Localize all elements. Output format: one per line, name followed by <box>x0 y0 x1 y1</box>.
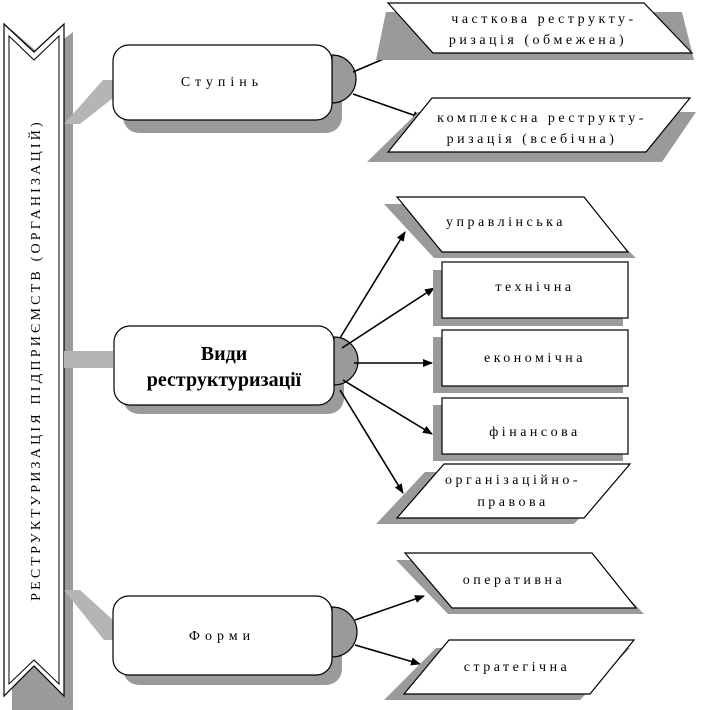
connector-degree <box>64 80 113 124</box>
item-partial-restructuring: часткова реструкту- ризація (обмежена) <box>376 2 694 60</box>
item-text-line2: правова <box>477 495 548 510</box>
item-shape <box>403 552 638 609</box>
banner-shape <box>3 22 65 698</box>
item-financial: фінансова <box>433 397 629 461</box>
item-operative: оперативна <box>396 552 644 614</box>
item-shape <box>402 639 636 695</box>
arrow-types-financial <box>342 379 433 435</box>
arrows <box>339 45 435 666</box>
block-forms-box <box>112 595 333 676</box>
block-forms: Форми <box>112 595 358 685</box>
arrow-types-technical <box>341 287 435 349</box>
arrow-degree-complex <box>352 93 423 119</box>
item-shape <box>395 196 630 253</box>
block-types-label-line1: Види <box>201 343 248 365</box>
item-text: фінансова <box>489 425 581 440</box>
arrow-types-org-legal <box>339 389 404 494</box>
item-text-line1: комплексна реструкту- <box>437 111 647 126</box>
arrow-forms-strategic <box>354 644 421 666</box>
banner-text: РЕСТРУКТУРИЗАЦІЯ ПІДПРИЄМСТВ (ОРГАНІЗАЦІ… <box>27 119 44 601</box>
arrow-forms-operative <box>354 595 425 621</box>
item-text-line2: ризація (всебічна) <box>447 132 618 147</box>
connector-forms <box>64 590 113 640</box>
item-shape <box>441 261 629 319</box>
item-text: управлінська <box>446 215 566 230</box>
block-types-box <box>113 325 335 406</box>
item-economic: економічна <box>433 329 629 393</box>
connector-types <box>64 351 113 368</box>
item-text: технічна <box>495 280 574 295</box>
banner: РЕСТРУКТУРИЗАЦІЯ ПІДПРИЄМСТВ (ОРГАНІЗАЦІ… <box>3 22 73 710</box>
item-org-legal: організаційно- правова <box>376 463 632 524</box>
item-shape <box>441 329 629 387</box>
item-text: економічна <box>484 351 586 366</box>
block-forms-knob <box>331 606 358 658</box>
item-text-line1: часткова реструкту- <box>451 12 636 27</box>
item-text: оперативна <box>463 573 565 588</box>
banner-inner-outline <box>8 34 60 686</box>
item-technical: технічна <box>433 261 629 326</box>
block-degree: Ступінь <box>112 44 357 133</box>
item-complex-restructuring: комплексна реструкту- ризація (всебічна) <box>367 97 696 162</box>
block-types-knob <box>333 336 359 386</box>
block-degree-label: Ступінь <box>181 75 263 90</box>
item-text: стратегічна <box>464 660 571 675</box>
item-shape <box>386 97 692 153</box>
block-degree-box <box>112 44 333 121</box>
item-strategic: стратегічна <box>384 639 636 700</box>
block-forms-label: Форми <box>189 629 255 644</box>
block-types-label-line2: реструктуризації <box>147 369 302 391</box>
arrow-types-management <box>339 231 406 339</box>
item-text-line2: ризація (обмежена) <box>449 33 627 48</box>
block-degree-knob <box>331 54 357 104</box>
item-management: управлінська <box>384 196 636 258</box>
block-types: Види реструктуризації <box>113 325 359 414</box>
item-text-line1: організаційно- <box>445 473 581 488</box>
item-shape <box>386 2 694 54</box>
item-shape <box>395 463 632 519</box>
banner-connectors <box>64 80 113 640</box>
item-shape <box>441 397 629 455</box>
